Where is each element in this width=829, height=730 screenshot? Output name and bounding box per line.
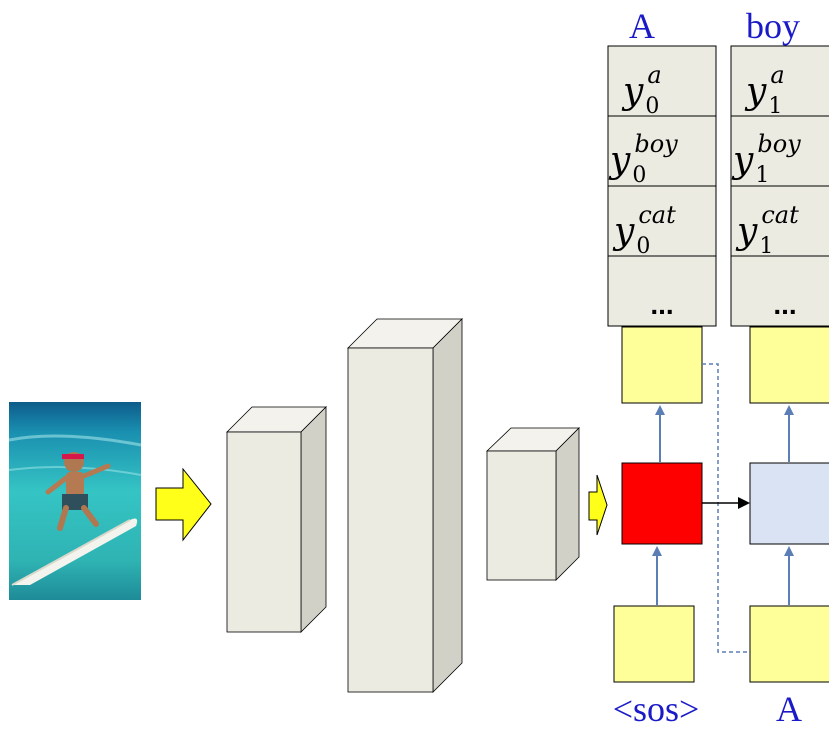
hidden-state-0	[621, 462, 703, 545]
input-box-0	[613, 605, 695, 683]
cnn-block-1	[226, 406, 327, 633]
feedback-dashed-line	[702, 363, 750, 653]
input-token-0: <sos>	[613, 689, 700, 729]
prob-y1-boy: y1boy	[731, 130, 801, 188]
input-arrow-2	[588, 474, 608, 536]
prob-y0-ellipsis: ...	[650, 289, 673, 320]
prob-y1-cat: y1cat	[735, 201, 799, 259]
hidden-state-1	[749, 462, 829, 545]
prob-y0-a: y0a	[621, 61, 662, 119]
prob-y1-a: y1a	[744, 61, 785, 119]
prob-y0-boy: y0boy	[608, 130, 678, 188]
output-box-0	[621, 326, 703, 404]
cnn-block-3	[486, 427, 580, 581]
input-token-1: A	[776, 689, 802, 729]
output-box-1	[749, 326, 829, 404]
input-box-1	[749, 605, 829, 683]
softmax-column-0	[607, 45, 717, 327]
softmax-column-1	[730, 45, 829, 327]
prob-y0-cat: y0cat	[612, 201, 676, 259]
input-arrow-1	[155, 467, 212, 542]
prob-y1-ellipsis: ...	[773, 289, 796, 320]
input-photo	[9, 402, 141, 600]
output-word-0: A	[629, 6, 655, 46]
output-word-1: boy	[746, 6, 800, 46]
cnn-block-2	[347, 318, 463, 693]
